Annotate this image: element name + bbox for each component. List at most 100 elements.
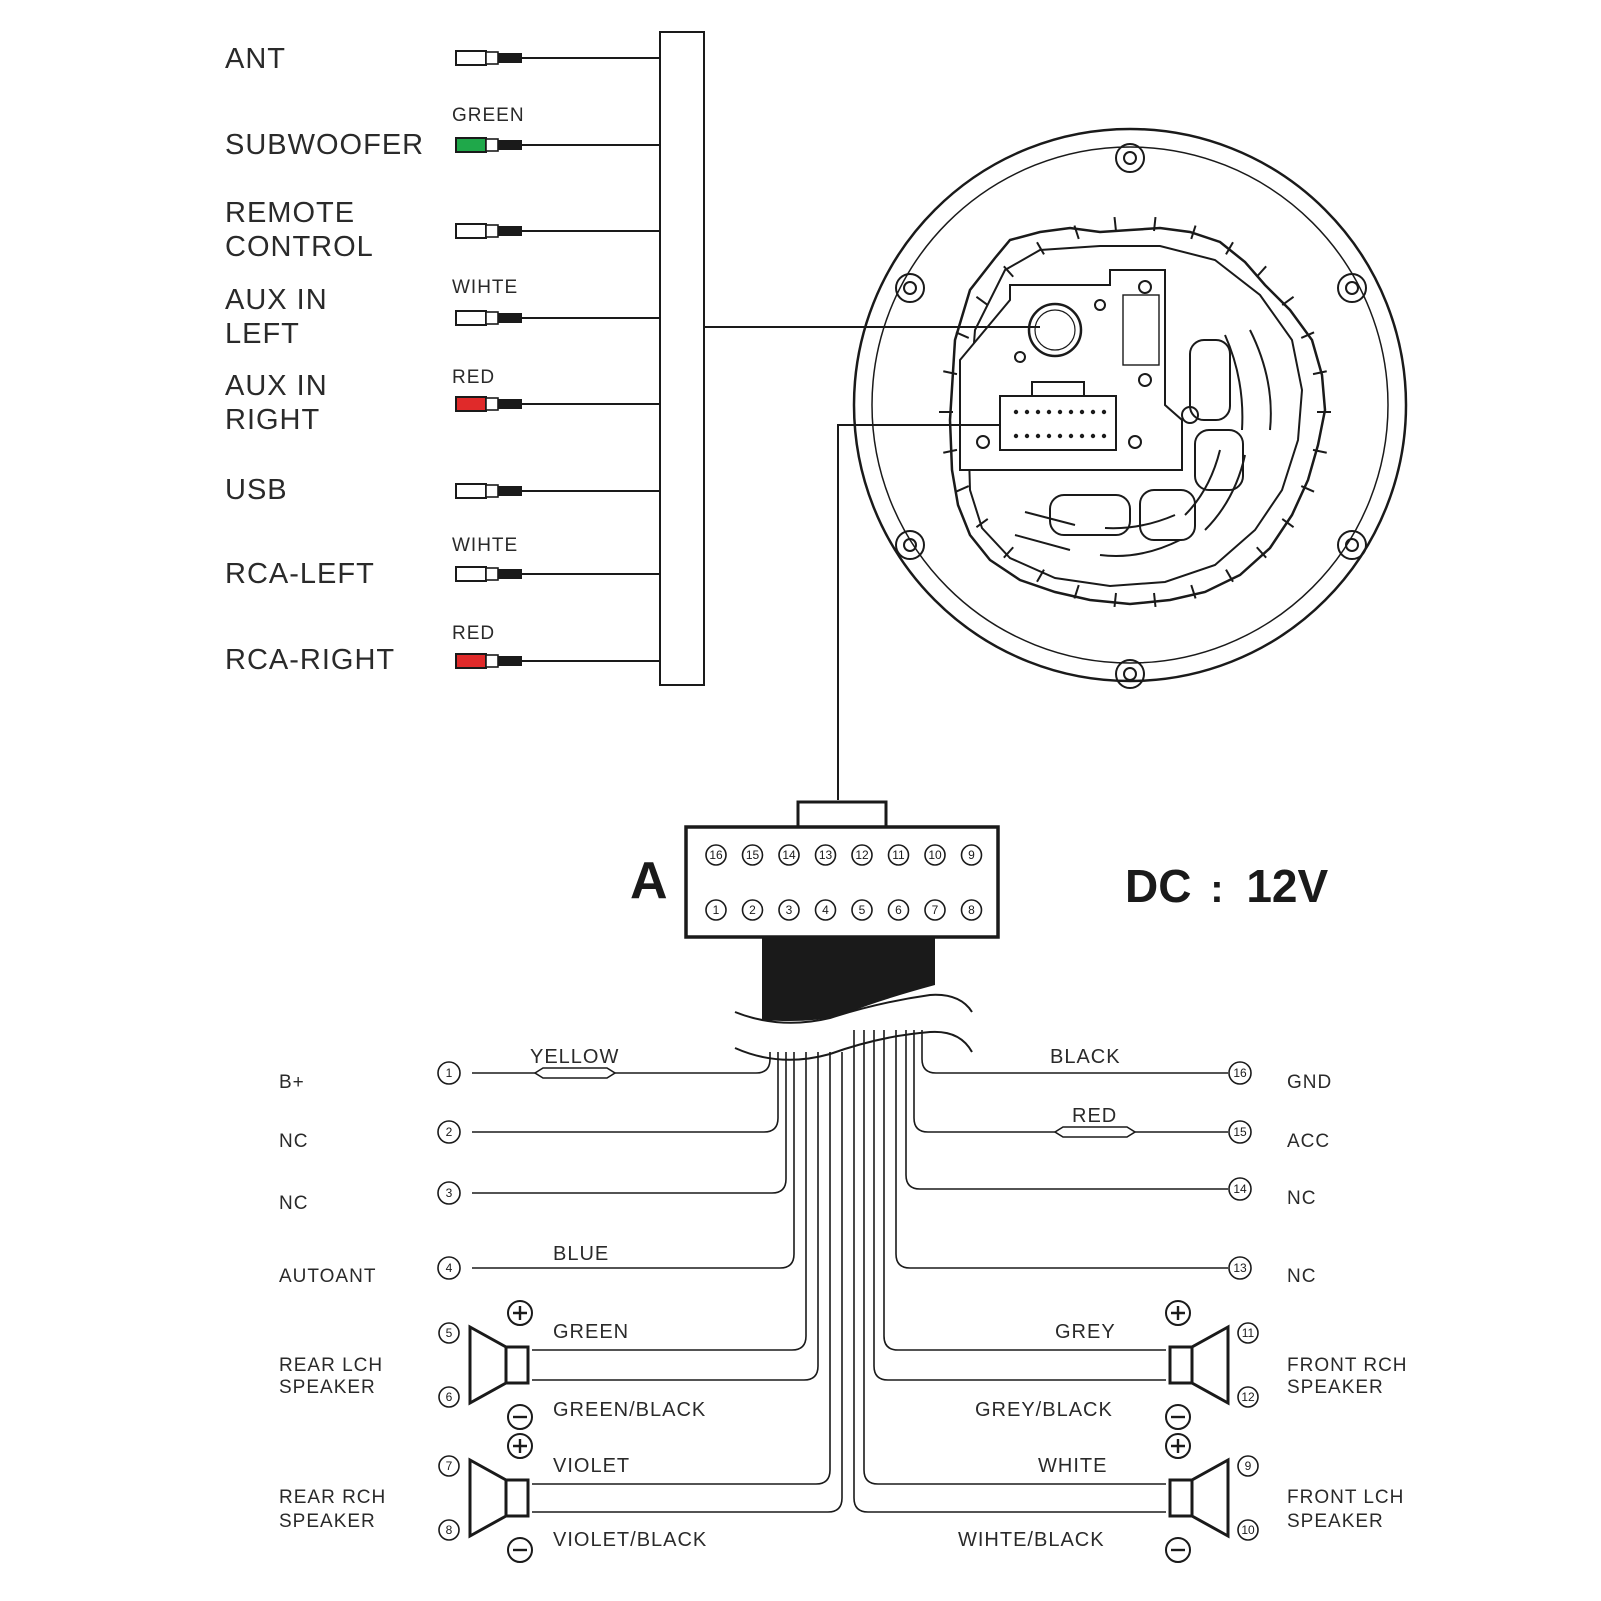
junction-bar (659, 31, 705, 686)
speaker-rear-rch-line1: REAR RCH (279, 1487, 386, 1508)
harness-wire-right (863, 1030, 1166, 1485)
svg-text:2: 2 (446, 1125, 453, 1139)
harness-wire-right (853, 1030, 1166, 1513)
svg-text:15: 15 (1233, 1125, 1247, 1139)
minus-icon (507, 1537, 533, 1563)
svg-text:16: 16 (1233, 1066, 1247, 1080)
gear-tooth (1036, 569, 1045, 583)
gear-tooth (1003, 265, 1014, 278)
voltage-sep: : (1210, 867, 1223, 911)
left-pin-list: B+ NC NC AUTOANT YELLOW BLUE (279, 1046, 619, 1287)
svg-text:1: 1 (713, 903, 720, 917)
harness-wire-right (873, 1030, 1166, 1381)
plus-icon (1165, 1300, 1191, 1326)
gear-tooth (1003, 546, 1014, 559)
connector-pin-bottom: 3 (778, 899, 800, 921)
gear-tooth (1256, 546, 1267, 559)
gear-tooth (1312, 448, 1327, 454)
connector-pin-bottom: 4 (814, 899, 837, 921)
pin-func-16: GND (1287, 1072, 1332, 1093)
rca-plug-icon (455, 223, 660, 239)
gear-tooth (1190, 225, 1197, 240)
svg-text:9: 9 (1245, 1459, 1252, 1473)
connector-label-a: A (630, 852, 668, 910)
gear-tooth (1312, 370, 1327, 376)
socket-pin (1013, 433, 1019, 439)
speaker-icon (1168, 1324, 1230, 1406)
connector-pin-bottom: 6 (887, 899, 910, 921)
gear-tooth (975, 518, 989, 529)
gear-tooth (1113, 216, 1117, 232)
svg-text:4: 4 (822, 903, 829, 917)
wire-white-black: WIHTE/BLACK (958, 1529, 1105, 1551)
minus-icon (1165, 1404, 1191, 1430)
svg-text:11: 11 (892, 848, 905, 862)
harness-wire-left (472, 1052, 795, 1269)
rca-plug-icon (455, 653, 660, 669)
socket-pin (1013, 409, 1019, 415)
socket-pin (1068, 433, 1074, 439)
wire-violet-black: VIOLET/BLACK (553, 1529, 707, 1551)
harness-wire-left (472, 1052, 787, 1194)
speaker-rear-lch-line1: REAR LCH (279, 1355, 383, 1376)
gear-tooth (1281, 518, 1295, 529)
svg-text:8: 8 (968, 903, 975, 917)
label-aux-in-left: AUX IN (225, 284, 328, 316)
voltage-value: 12V (1246, 860, 1328, 912)
wire-black: BLACK (1050, 1046, 1121, 1068)
connector-pin-top: 15 (741, 844, 764, 866)
svg-text:3: 3 (446, 1186, 453, 1200)
speaker-pin-number: 12 (1237, 1386, 1259, 1408)
label-rca-right: RCA-RIGHT (225, 644, 395, 676)
connector-pin-top: 14 (778, 844, 800, 866)
speaker-pin-number: 10 (1237, 1519, 1259, 1541)
speaker-icon (1168, 1457, 1230, 1539)
socket-pin (1079, 409, 1085, 415)
connector-pin-bottom: 8 (960, 899, 983, 921)
socket-pin (1035, 433, 1041, 439)
rca-plug-icon (455, 310, 660, 326)
speaker-icon (468, 1457, 530, 1539)
harness-wire-right (913, 1030, 1228, 1133)
wire-yellow: YELLOW (530, 1046, 619, 1068)
speaker-rear-lch-line2: SPEAKER (279, 1377, 376, 1398)
svg-text:13: 13 (819, 848, 833, 862)
gear-tooth (1300, 331, 1315, 339)
gear-tooth (1225, 241, 1234, 255)
color-label-red-rca: RED (452, 623, 495, 644)
connector-pin-top: 11 (887, 844, 910, 866)
speaker-front-lch-line1: FRONT LCH (1287, 1487, 1404, 1508)
connector-pin-top: 12 (851, 844, 873, 866)
svg-text:9: 9 (968, 848, 975, 862)
minus-icon (507, 1404, 533, 1430)
wire-grey: GREY (1055, 1321, 1116, 1343)
pin-func-15: ACC (1287, 1131, 1330, 1152)
svg-text:3: 3 (786, 903, 793, 917)
svg-text:11: 11 (1242, 1326, 1255, 1340)
speaker-front-lch-line2: SPEAKER (1287, 1511, 1384, 1532)
socket-pin (1068, 409, 1074, 415)
harness-pin-number: 2 (437, 1120, 461, 1144)
gear-tooth (1225, 569, 1234, 583)
gear-tooth (1300, 485, 1315, 493)
svg-text:12: 12 (855, 848, 869, 862)
socket-pin (1057, 433, 1063, 439)
cable-harness-to-unit (837, 424, 1000, 800)
svg-text:6: 6 (895, 903, 902, 917)
svg-text:4: 4 (446, 1261, 453, 1275)
screw-hole-icon (895, 143, 1367, 689)
harness-pin-number: 1 (437, 1061, 461, 1085)
speaker-pin-number: 8 (438, 1519, 460, 1541)
wire-blue: BLUE (553, 1243, 609, 1265)
cable-bundle (762, 937, 935, 1021)
gear-tooth (1256, 265, 1267, 278)
voltage-label: DC : 12V (1125, 860, 1329, 912)
speaker-icon (468, 1324, 530, 1406)
gear-tooth (1113, 592, 1117, 608)
harness-wire-left (532, 1052, 819, 1381)
fuse-icon (1053, 1126, 1137, 1138)
voltage-prefix: DC (1125, 860, 1191, 912)
socket-pin (1079, 433, 1085, 439)
wire-grey-black: GREY/BLACK (975, 1399, 1113, 1421)
